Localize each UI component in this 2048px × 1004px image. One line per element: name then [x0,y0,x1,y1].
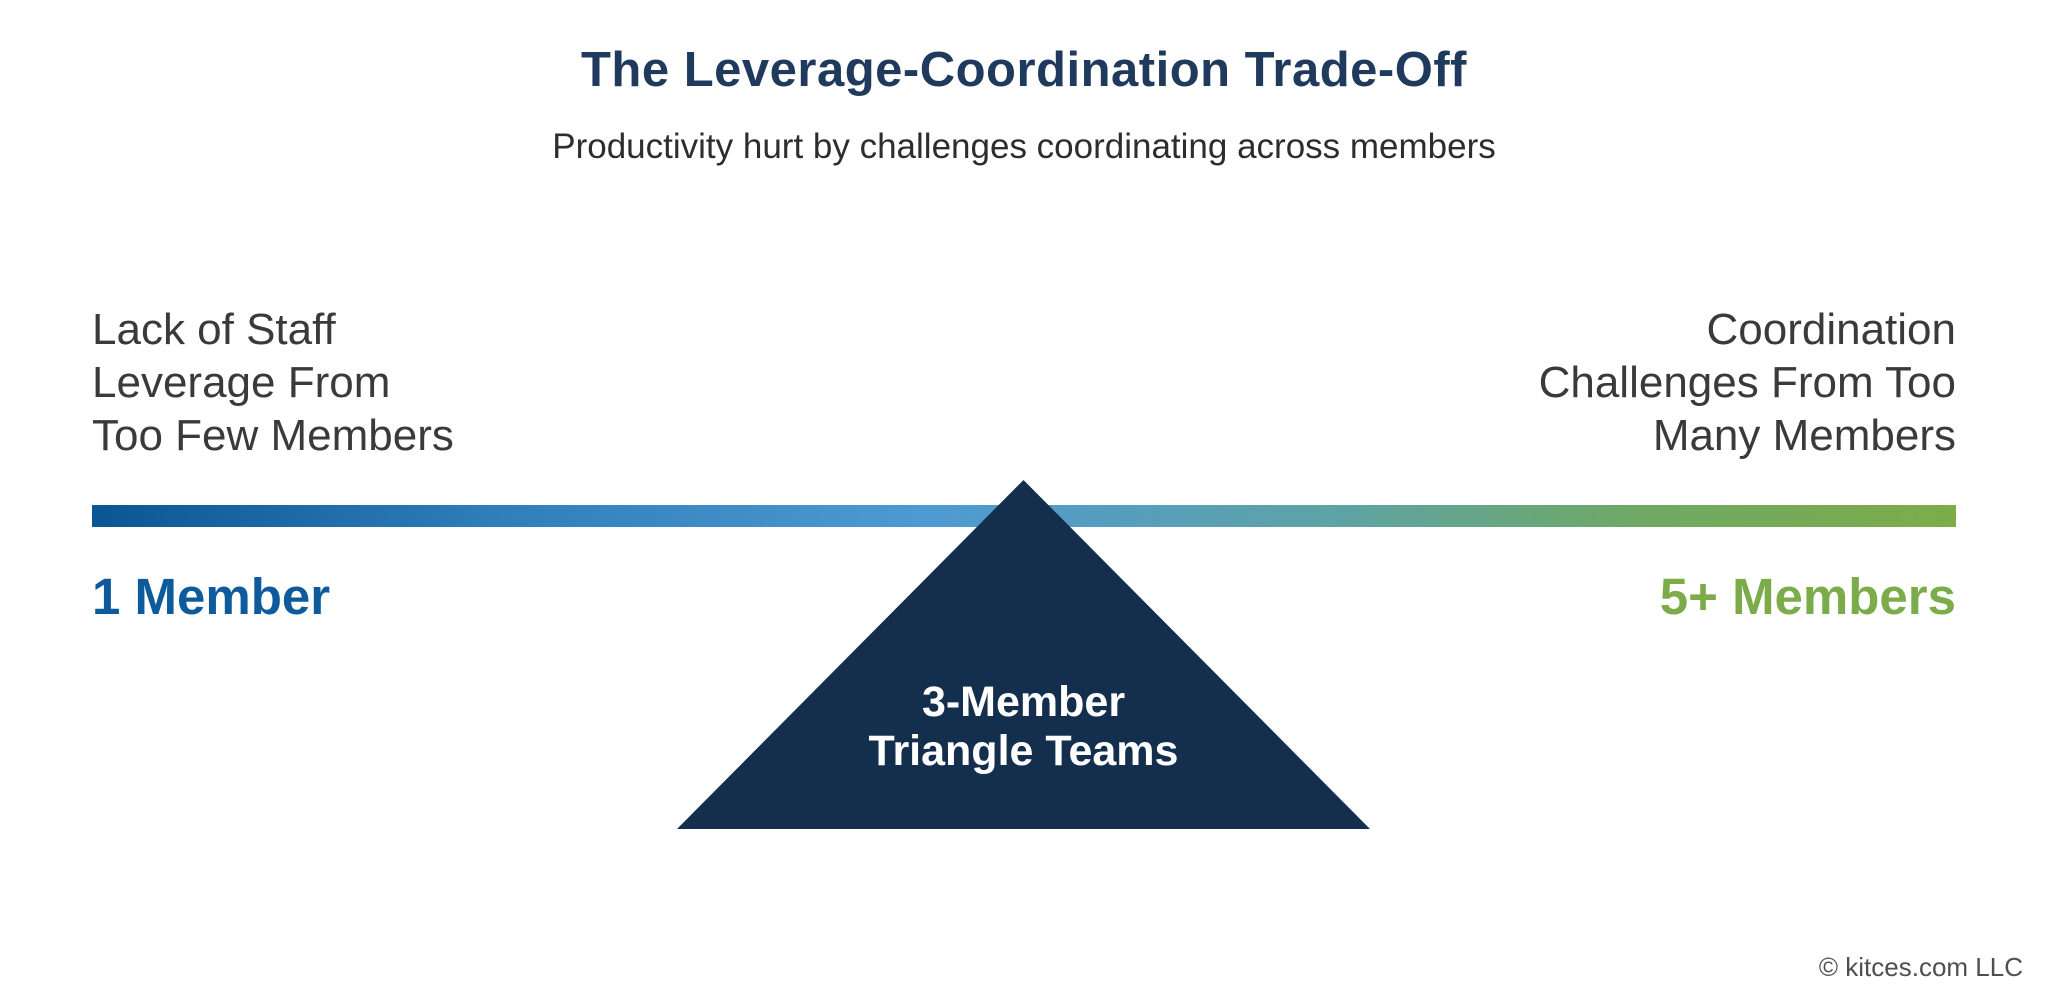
annotation-line: Many Members [1652,411,1956,460]
triangle-polygon [677,480,1370,829]
annotation-line: Challenges From Too [1538,358,1956,407]
annotation-line: Too Few Members [92,411,454,460]
annotation-line: Lack of Staff [92,305,336,354]
chart-title: The Leverage-Coordination Trade-Off [581,43,1467,97]
left-endpoint-label: 1 Member [92,568,331,625]
copyright-notice: © kitces.com LLC [1818,952,2023,982]
triangle-label: 3-Member Triangle Teams [677,678,1370,776]
triangle-label-line: Triangle Teams [868,727,1179,775]
triangle-shape [677,480,1370,829]
chart-subtitle: Productivity hurt by challenges coordina… [552,127,1496,166]
right-annotation: Coordination Challenges From Too Many Me… [1539,303,1956,462]
fulcrum-triangle: 3-Member Triangle Teams [677,480,1370,829]
left-annotation: Lack of Staff Leverage From Too Few Memb… [92,303,454,462]
right-endpoint-label: 5+ Members [1659,568,1956,625]
triangle-label-line: 3-Member [921,678,1126,726]
annotation-line: Leverage From [92,358,391,407]
annotation-line: Coordination [1706,305,1957,354]
